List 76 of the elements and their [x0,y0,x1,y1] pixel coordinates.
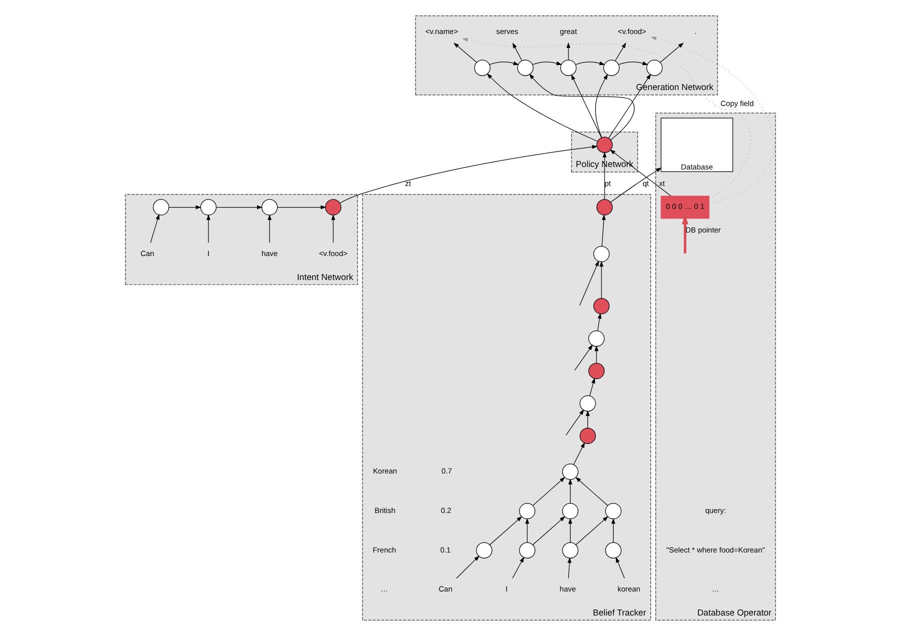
arrow [512,42,522,62]
arrow [456,556,480,579]
arrow [610,167,662,202]
arrow [486,73,598,142]
node-circle [516,60,533,76]
arrow [339,144,598,204]
arrow [574,61,605,66]
arrow [452,42,476,63]
arrow [585,410,590,428]
arrow [532,516,565,546]
arrow [574,344,592,371]
node-circle [560,60,576,76]
node-circle [592,298,610,314]
arrow [568,518,572,543]
arrow [602,152,606,200]
node-circle [518,502,535,520]
node-circle [476,542,492,558]
arrow [681,214,688,254]
arrow [601,214,606,246]
arrow [588,378,595,396]
arrow [528,74,634,140]
node-circle [588,330,604,347]
node-circle [602,60,620,76]
arrow [594,260,603,299]
arrow [567,557,571,579]
node-circle [562,542,578,558]
arrow [618,61,648,66]
arrow [578,260,598,306]
arrow [206,214,210,243]
node-circle [579,428,596,444]
arrow [614,42,626,62]
arrow [615,556,624,579]
node-circle [592,246,610,262]
node-circle [200,199,216,216]
node-circle [562,502,578,520]
arrow [659,42,684,63]
arrow [512,556,524,579]
arrow [609,149,671,196]
arrow [572,442,584,465]
node-circle [596,199,612,216]
node-circle [588,362,604,380]
arrow [276,205,326,210]
arrow [216,205,262,210]
node-circle [518,542,535,558]
node-circle [604,542,621,558]
node-circle [152,199,169,216]
arrow [565,409,584,436]
arrow [594,345,598,364]
node-circle [324,199,341,216]
arrow [566,42,570,60]
arrow [168,205,201,210]
arrow [568,478,572,504]
arrow [574,476,608,506]
arrow [150,214,159,243]
arrow [532,476,565,506]
arrow [532,61,562,66]
arrow [610,518,615,543]
arrow [575,516,608,546]
node-circle [474,60,490,76]
node-circle [604,502,621,520]
arrow [594,74,608,138]
arrow [462,38,751,198]
arrow [608,74,651,138]
arrow [267,214,272,243]
node-circle [646,60,662,76]
arrow [488,61,518,66]
arrow [489,516,522,546]
arrow [596,313,602,332]
node-circle [260,199,278,216]
node-circle [579,395,596,412]
node-circle [596,136,612,153]
arrow [570,74,602,138]
arrow [330,214,335,243]
arrow [650,36,774,204]
node-circle [562,464,578,480]
arrow [524,518,529,543]
